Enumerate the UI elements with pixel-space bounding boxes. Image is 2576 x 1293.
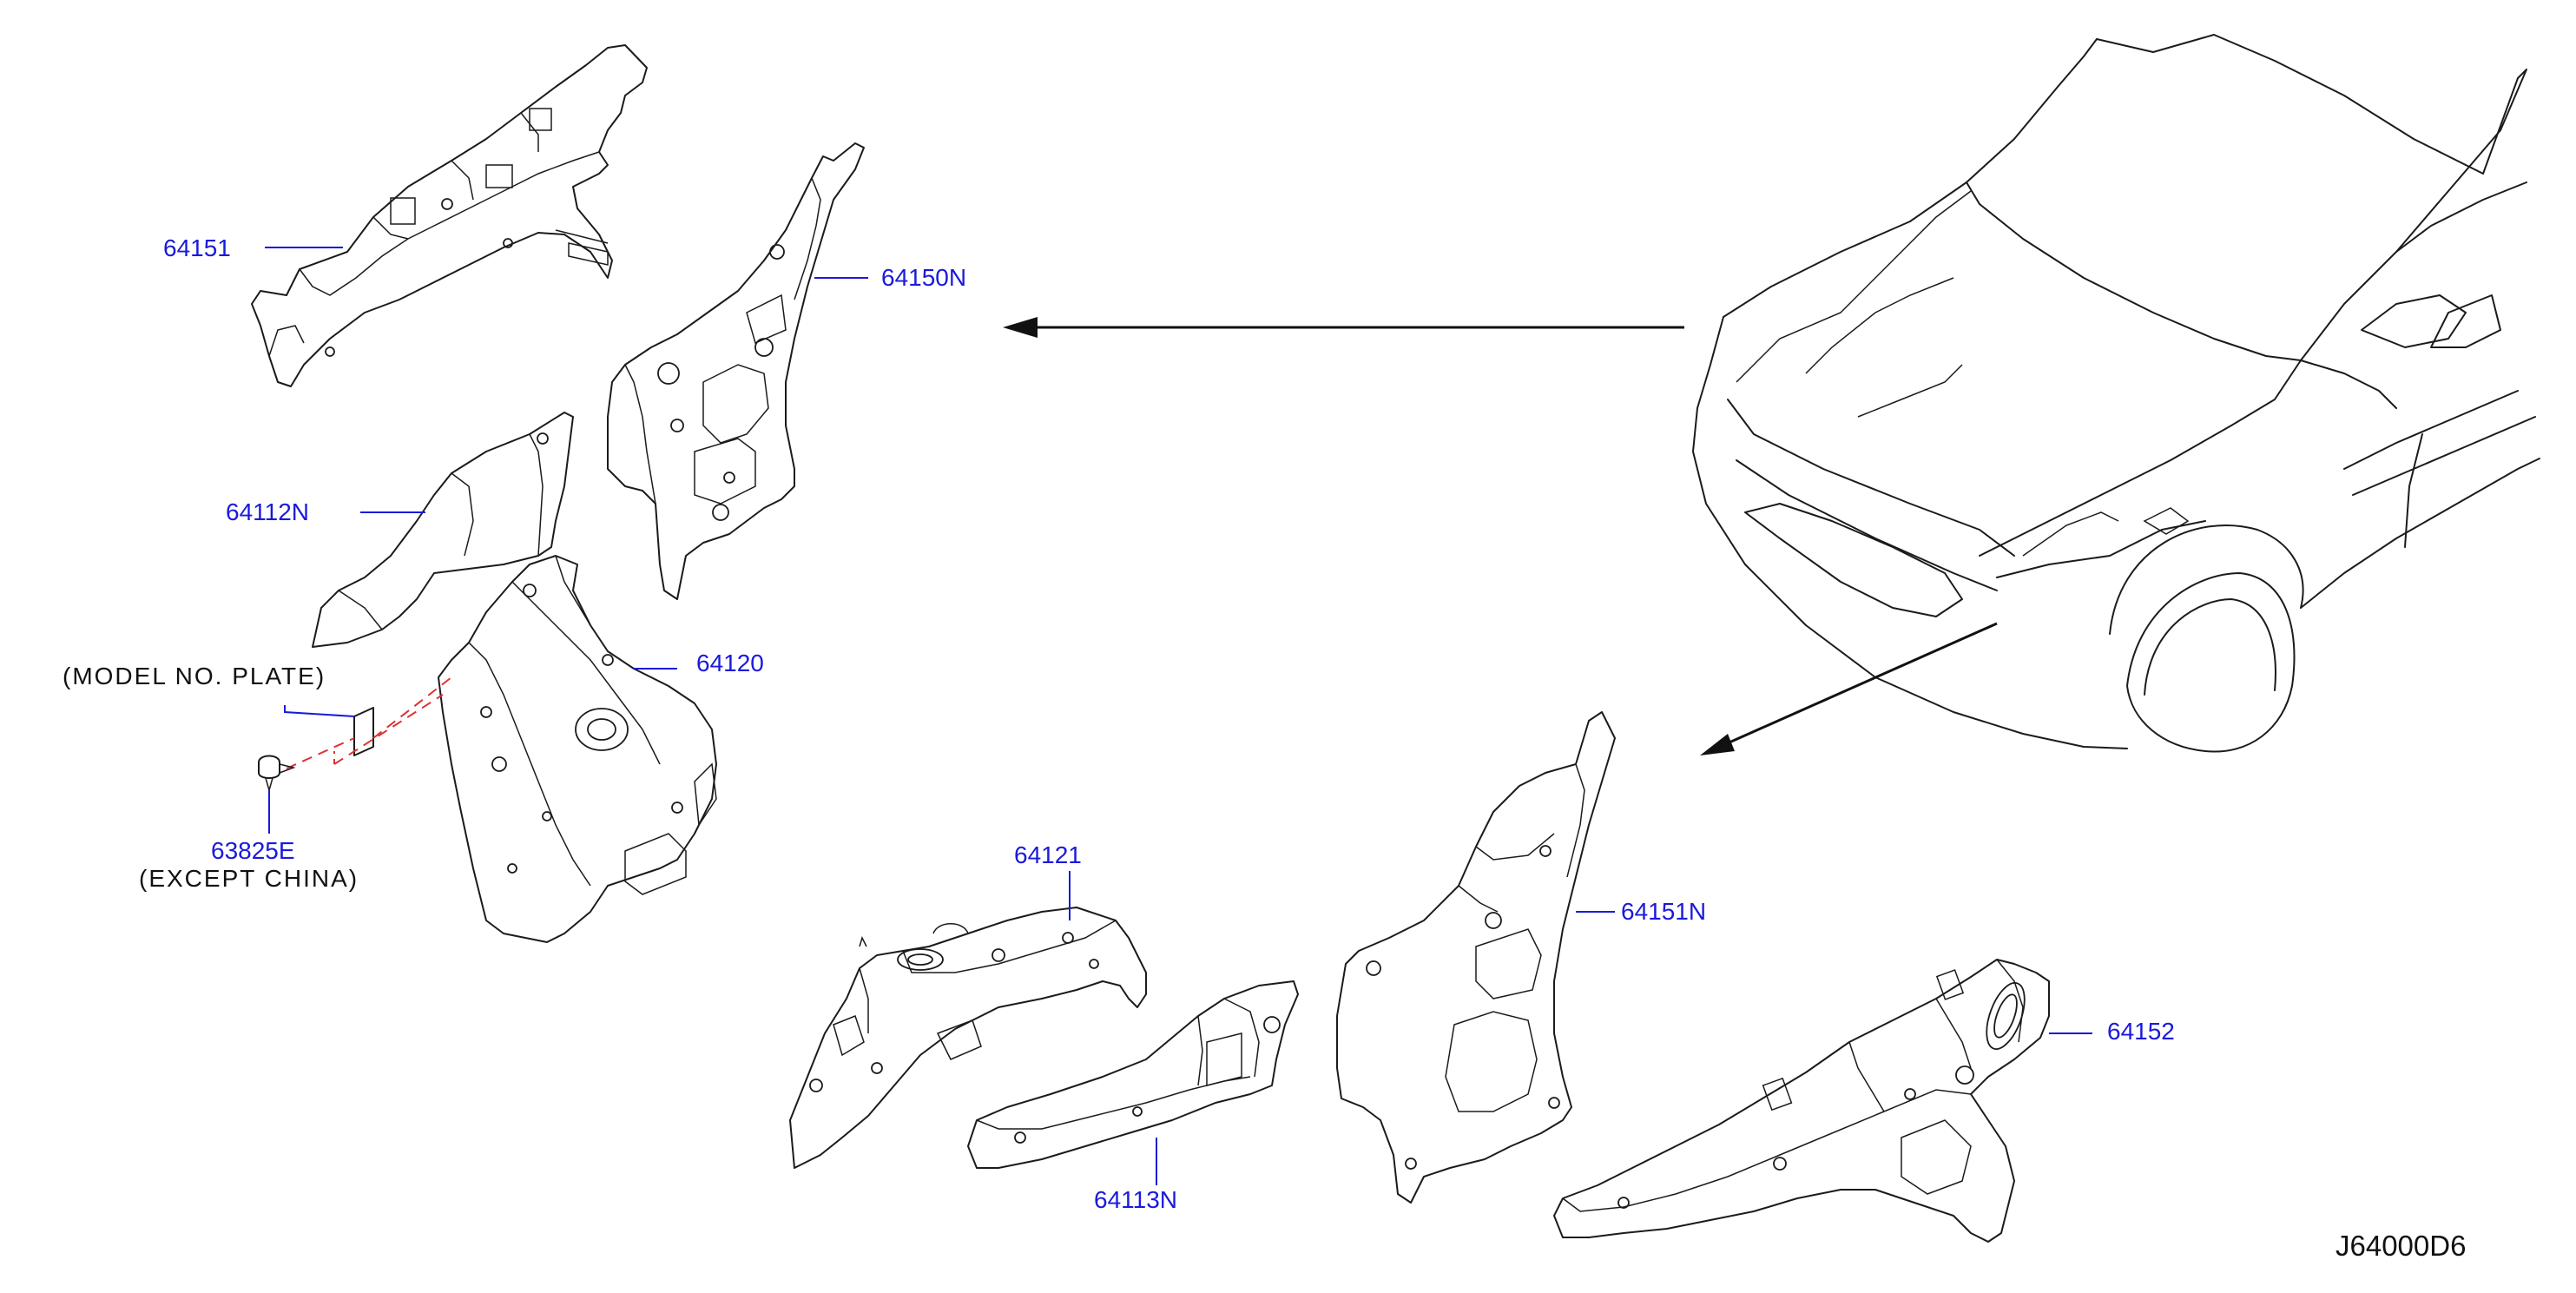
part-label-63825E[interactable]: 63825E [211, 837, 295, 864]
part-label-64120[interactable]: 64120 [696, 650, 764, 676]
part-label-64112N[interactable]: 64112N [226, 498, 310, 525]
part-label-64121[interactable]: 64121 [1014, 841, 1082, 868]
note-model-plate: (MODEL NO. PLATE) [63, 663, 326, 689]
arrow-icon [1003, 317, 1684, 338]
part-64151N-drawing [1336, 711, 1616, 1204]
model-plate-drawing [258, 676, 452, 793]
part-64112N-drawing [312, 412, 574, 648]
part-label-64150N[interactable]: 64150N [881, 264, 967, 291]
part-64121-drawing [789, 907, 1147, 1169]
leader-lines [265, 247, 2092, 1185]
diagram-code: J64000D6 [2336, 1230, 2467, 1262]
part-64120-drawing [438, 555, 717, 943]
part-64113N-drawing [967, 980, 1299, 1169]
part-label-64152[interactable]: 64152 [2107, 1018, 2175, 1045]
part-label-64151N[interactable]: 64151N [1621, 898, 1707, 925]
note-except-china: (EXCEPT CHINA) [139, 865, 359, 892]
part-64151-drawing [251, 44, 648, 387]
part-label-64151[interactable]: 64151 [163, 234, 231, 261]
car-outline-icon [1692, 34, 2540, 753]
part-64152-drawing [1553, 959, 2050, 1243]
part-label-64113N[interactable]: 64113N [1094, 1186, 1178, 1213]
part-64150N-drawing [607, 142, 865, 600]
arrow-icon [1700, 622, 1998, 755]
